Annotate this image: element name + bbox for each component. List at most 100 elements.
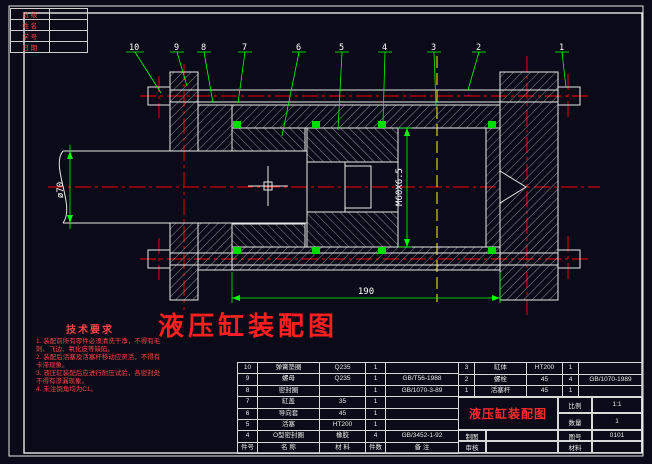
cell: 6 — [237, 407, 258, 420]
drawing-no-value: 0101 — [592, 430, 642, 441]
rod-break-line — [58, 150, 68, 224]
bom-row: 2 螺栓 45 4 GB/1070-1989 — [458, 373, 643, 387]
piston-top — [306, 127, 399, 163]
cell: 1 — [562, 362, 579, 375]
tech-requirements-title: 技术要求 — [66, 325, 114, 336]
cell: 10 — [237, 361, 258, 375]
part-callouts: 10 9 8 7 6 5 4 3 2 1 — [126, 43, 569, 137]
cell — [578, 362, 643, 375]
cell: 4 — [562, 373, 579, 387]
nut-top-left — [147, 86, 171, 106]
material-label: 材料 — [558, 441, 592, 453]
nut-bottom-right — [557, 249, 581, 269]
callout-4: 4 — [382, 43, 387, 53]
info-row: 日 期 — [10, 41, 88, 53]
frame-outer — [8, 5, 644, 457]
cell: HT200 — [526, 362, 563, 375]
drafter-value — [486, 430, 558, 441]
cell: 活塞 — [257, 418, 320, 432]
titleblock-name: 液压缸装配图 — [458, 396, 558, 430]
tech-item: 2. 装配后活塞及活塞杆移动应灵活，不得有卡滞现象。 — [36, 354, 161, 369]
callout-2: 2 — [476, 43, 481, 53]
piston-rod — [58, 128, 399, 247]
cell: 橡胶 — [319, 430, 366, 443]
info-label: 班 级 — [10, 8, 50, 20]
tech-item: 1. 装配前所有零件必须清洗干净，不得有毛刺、飞边、氧化皮等缺陷。 — [36, 338, 161, 353]
drafter-label: 制图 — [458, 430, 486, 441]
info-label: 姓 名 — [10, 19, 50, 31]
bom-row: 10 弹簧垫圈 Q235 1 — [237, 361, 459, 375]
cell: 1 — [365, 384, 386, 398]
bom-row: 8 密封圈 1 GB/1070-3-89 — [237, 384, 459, 398]
cell: 导向套 — [257, 407, 320, 420]
cell — [385, 418, 459, 432]
guide-sleeve-top — [231, 127, 306, 152]
bom-row: 5 活塞 HT200 1 — [237, 418, 459, 432]
bom-row: 7 缸盖 35 1 — [237, 396, 459, 409]
tech-item: 3. 液压缸装配后应进行耐压试验，各密封处不得有渗漏现象。 — [36, 370, 161, 385]
callout-7: 7 — [242, 43, 247, 53]
cell: 缸体 — [474, 362, 527, 375]
cap-flange-top — [169, 71, 199, 152]
pickbox — [263, 181, 273, 191]
cell: 密封圈 — [257, 384, 320, 398]
drawing-no-label: 图号 — [558, 430, 592, 441]
cell: 45 — [319, 407, 366, 420]
nut-top-right — [557, 86, 581, 106]
callout-6: 6 — [296, 43, 301, 53]
info-row: 姓 名 — [10, 19, 88, 31]
bom-header-row: 件号 名 称 材 料 件数 备 注 — [237, 441, 459, 455]
sectioned-parts — [169, 71, 559, 301]
callout-8: 8 — [201, 43, 206, 53]
gland-top — [197, 104, 233, 152]
cell: 材 料 — [319, 441, 366, 455]
cell: 5 — [237, 418, 258, 432]
cell: 7 — [237, 396, 258, 409]
cell: 名 称 — [257, 441, 320, 455]
cell: GB/1070-3-89 — [385, 384, 459, 398]
dim-rod-diameter: ø70 — [56, 182, 66, 198]
info-table: 班 级 姓 名 学 号 日 期 — [10, 8, 88, 53]
cell: 螺栓 — [474, 373, 527, 387]
cell: Q235 — [319, 373, 366, 386]
callout-5: 5 — [339, 43, 344, 53]
checker-label: 审核 — [458, 441, 486, 453]
cell: HT200 — [319, 418, 366, 432]
cap-flange-bottom — [169, 222, 199, 301]
cell: 1 — [365, 361, 386, 375]
scale-label: 比例 — [558, 396, 592, 413]
end-cap-spigot — [485, 127, 501, 248]
crosshair-cursor — [248, 166, 288, 206]
bom-row: 4 O型密封圈 橡胶 4 GB/3452-1-92 — [237, 430, 459, 443]
end-cap-port-notch — [499, 170, 527, 204]
cell: 缸盖 — [257, 396, 320, 409]
checker-value — [486, 441, 558, 453]
callout-1: 1 — [559, 43, 564, 53]
cell: GB/3452-1-92 — [385, 430, 459, 443]
cell: 1 — [365, 396, 386, 409]
cell — [385, 361, 459, 375]
callout-9: 9 — [174, 43, 179, 53]
cell: 2 — [458, 373, 475, 387]
cell: 弹簧垫圈 — [257, 361, 320, 375]
technical-requirements: 技术要求 1. 装配前所有零件必须清洗干净，不得有毛刺、飞边、氧化皮等缺陷。 2… — [36, 321, 166, 394]
callout-3: 3 — [431, 43, 436, 53]
cylinder-wall-bottom — [231, 246, 501, 271]
scale-value: 1:1 — [592, 396, 642, 413]
material-value — [592, 441, 642, 453]
bom-row: 6 导向套 45 1 — [237, 407, 459, 420]
bom-row: 9 螺母 Q235 1 GB/T56-1988 — [237, 373, 459, 386]
info-row: 班 级 — [10, 8, 88, 20]
info-value — [48, 8, 88, 20]
tech-item: 4. 未注倒角均为C1。 — [36, 386, 98, 393]
dim-cylinder-length: 190 — [358, 287, 374, 297]
dim-piston-spec: M60X6.5 — [395, 168, 405, 206]
info-label: 日 期 — [10, 41, 50, 53]
title-block: 液压缸装配图 比例 1:1 数量 1 图号 0101 材料 制图 审核 — [458, 396, 642, 453]
cell: 1 — [365, 418, 386, 432]
cell: 35 — [319, 396, 366, 409]
cell: 4 — [237, 430, 258, 443]
callout-10: 10 — [129, 43, 139, 53]
